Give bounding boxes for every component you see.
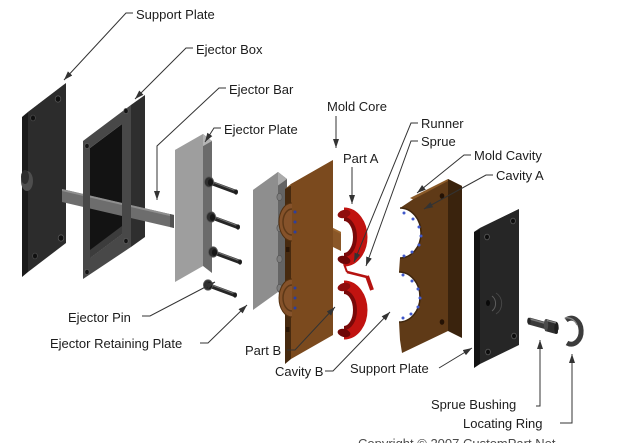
label-mold-core: Mold Core xyxy=(327,99,387,114)
label-locating-ring: Locating Ring xyxy=(463,416,543,431)
label-runner: Runner xyxy=(421,116,464,131)
leader-support-plate-top xyxy=(63,12,133,81)
label-ejector-pin: Ejector Pin xyxy=(68,310,131,325)
leader-ejector-retaining-plate xyxy=(200,304,248,344)
ejector-box-frame-front xyxy=(83,105,131,279)
label-ejector-retaining-plate: Ejector Retaining Plate xyxy=(50,336,183,351)
label-sprue: Sprue xyxy=(421,134,456,149)
label-support-plate-bottom: Support Plate xyxy=(350,361,429,376)
leader-sprue xyxy=(365,140,418,267)
molded-parts-red xyxy=(337,207,374,340)
sprue-bushing-part xyxy=(527,317,559,334)
label-ejector-box: Ejector Box xyxy=(196,42,263,57)
leader-ejector-bar xyxy=(154,87,226,200)
label-part-b: Part B xyxy=(245,343,282,358)
label-ejector-plate: Ejector Plate xyxy=(224,122,298,137)
label-cavity-a: Cavity A xyxy=(496,168,544,183)
mold-cavity-part xyxy=(398,179,462,353)
leader-cavity-b xyxy=(325,311,391,372)
leader-part-b xyxy=(287,306,336,351)
leader-ejector-pin xyxy=(142,281,216,317)
leader-lines xyxy=(63,12,575,424)
mold-core-part xyxy=(278,160,341,364)
label-part-a: Part A xyxy=(343,151,379,166)
support-plate-right-part xyxy=(474,209,519,368)
label-support-plate-top: Support Plate xyxy=(136,7,215,22)
leader-runner xyxy=(353,122,418,263)
label-sprue-bushing: Sprue Bushing xyxy=(431,397,517,412)
locating-ring-part xyxy=(557,315,584,347)
leader-mold-cavity xyxy=(416,154,471,194)
leader-ejector-plate xyxy=(204,127,221,143)
ejector-plate-part xyxy=(175,134,212,282)
label-cavity-b: Cavity B xyxy=(275,364,324,379)
leader-support-plate-bottom xyxy=(438,347,473,369)
leader-cavity-a xyxy=(423,174,493,210)
label-mold-cavity: Mold Cavity xyxy=(474,148,542,163)
label-ejector-bar: Ejector Bar xyxy=(229,82,294,97)
support-plate-left-part xyxy=(21,83,66,277)
label-copyright: Copyright © 2007 CustomPart.Net xyxy=(358,436,555,443)
leader-locating-ring xyxy=(560,354,575,424)
leader-sprue-bushing xyxy=(536,340,543,407)
leader-ejector-box xyxy=(134,47,193,100)
